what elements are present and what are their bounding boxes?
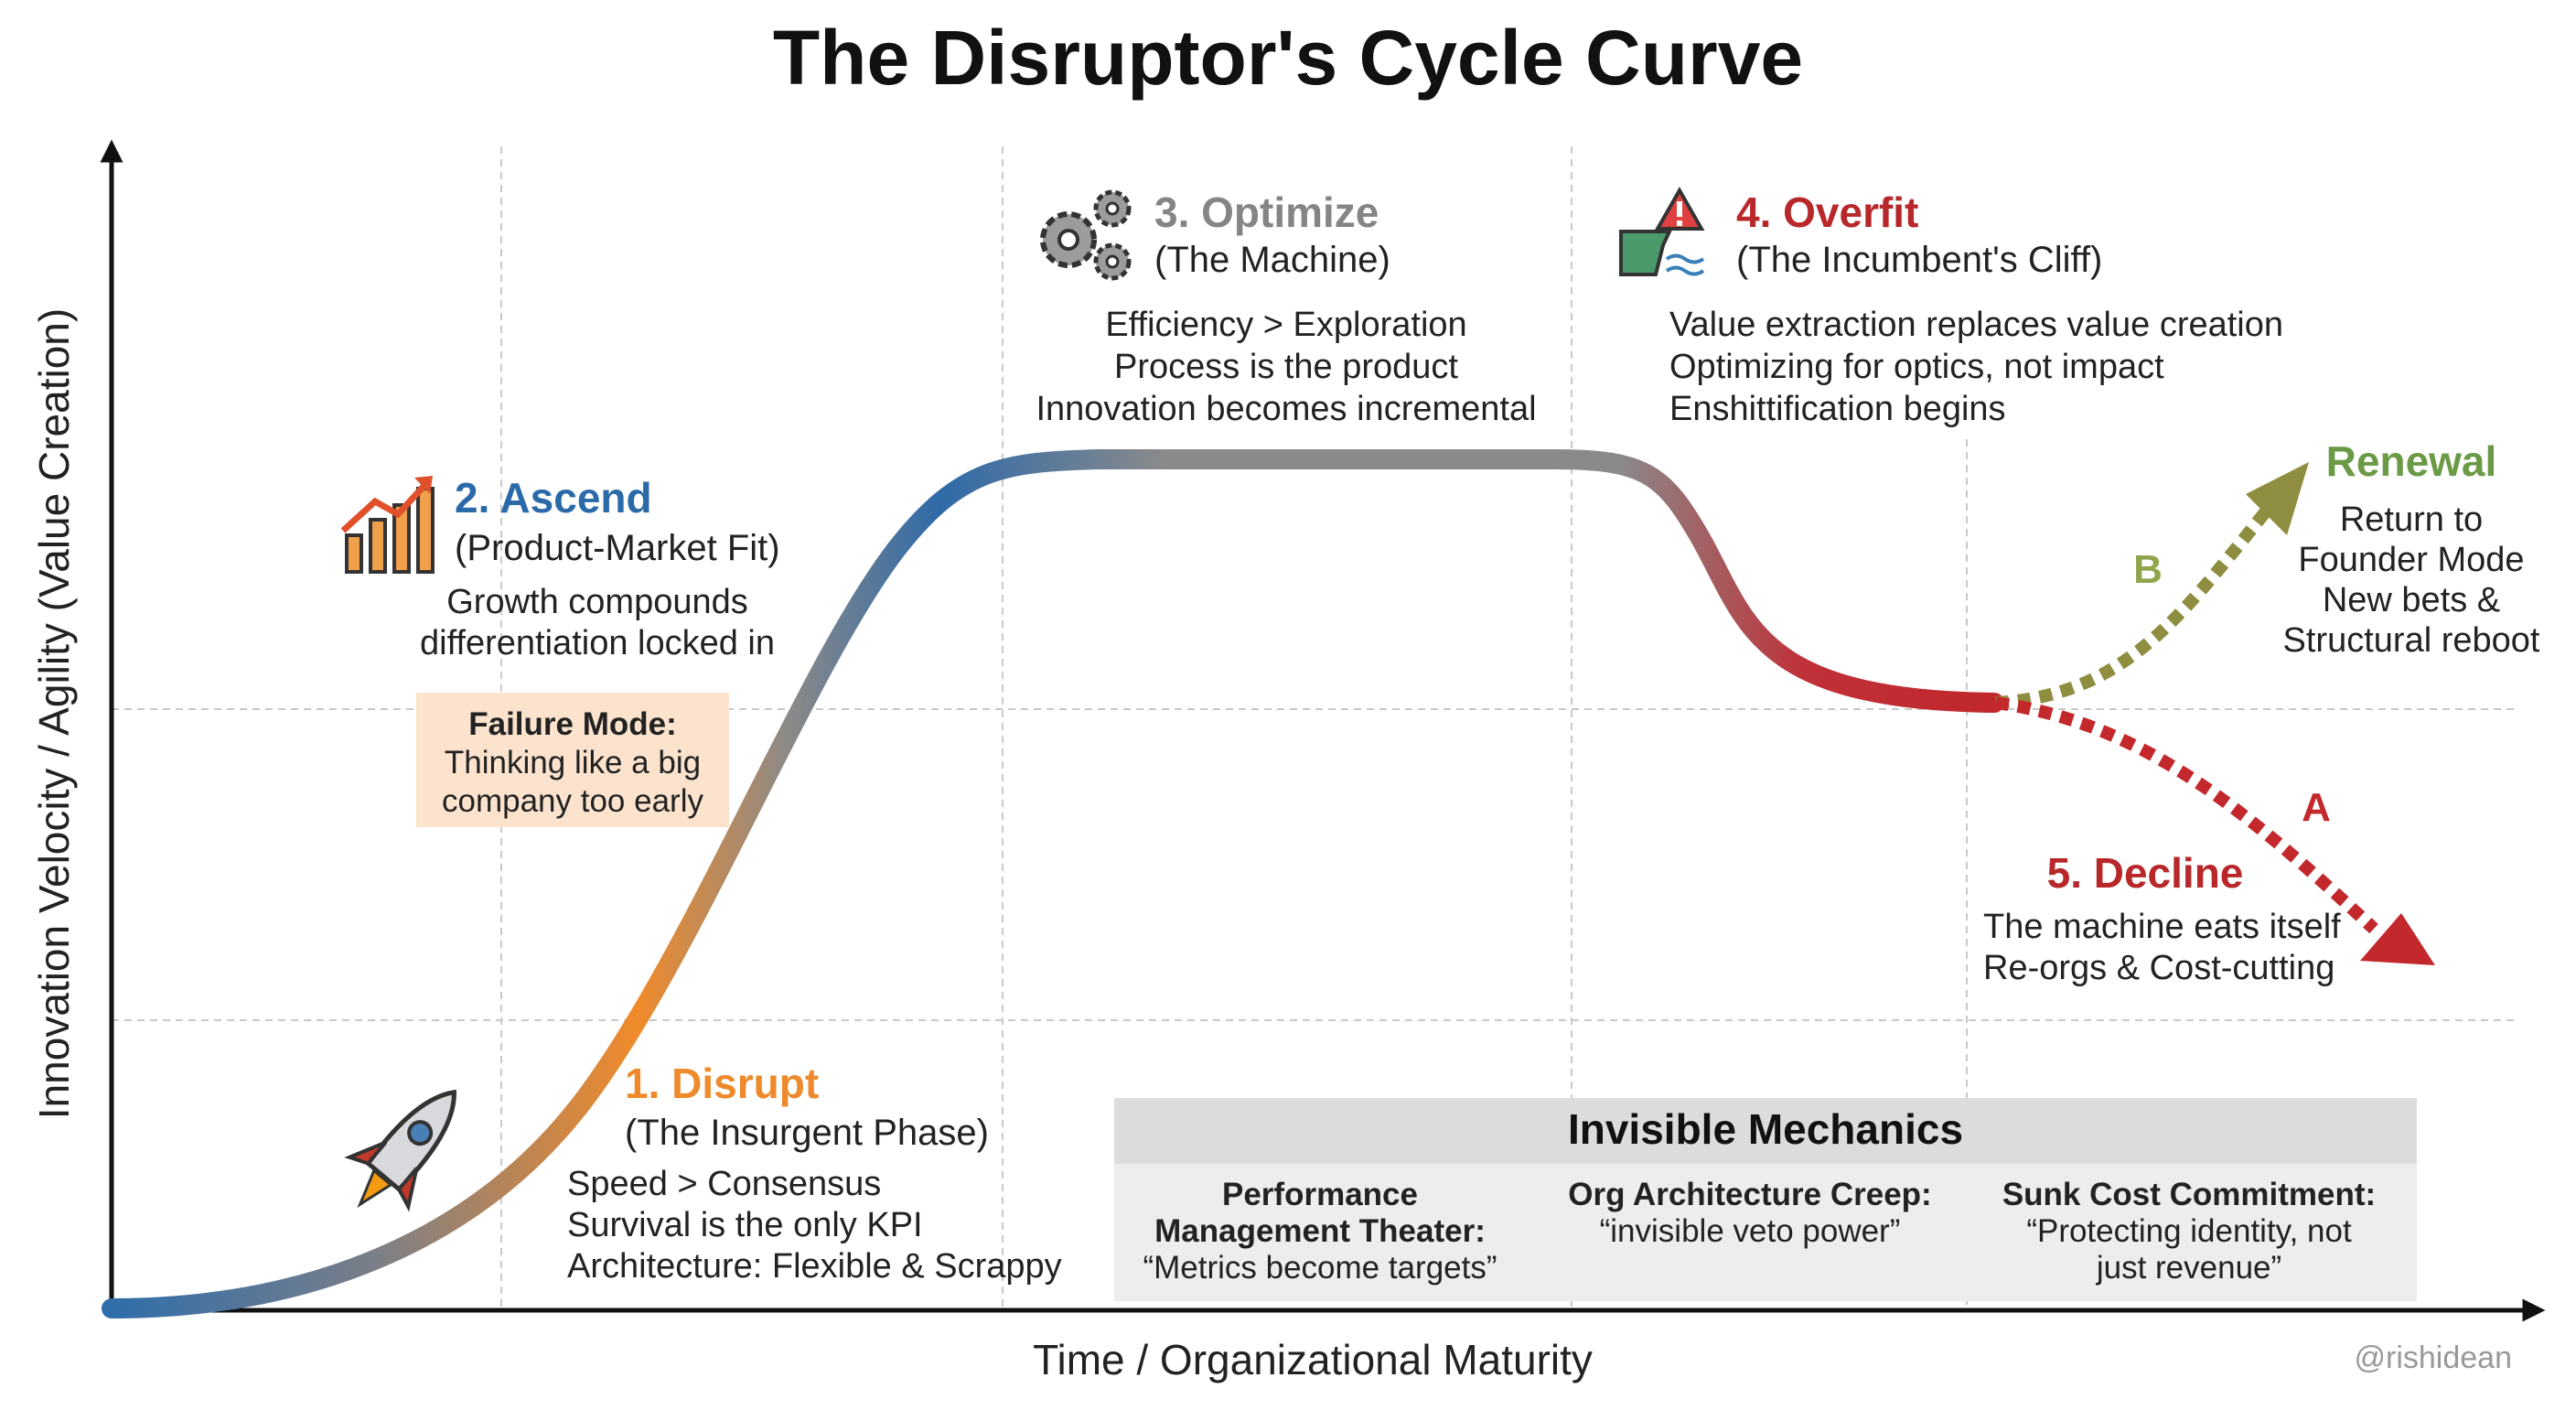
renewal-branch-path [1995,503,2274,709]
renewal-line: Return to [2340,500,2483,539]
mechanics-header-bg [1114,1098,2417,1164]
invisible-mechanics-panel: Invisible Mechanics Performance Manageme… [1114,1098,2417,1301]
renewal-title: Renewal [2326,437,2497,485]
phase-4-title: 4. Overfit [1736,188,1918,236]
mechanics-header: Invisible Mechanics [1568,1105,1963,1153]
phase-3-line: Efficiency > Exploration [1105,306,1466,344]
phase-3-line: Process is the product [1114,348,1458,386]
cliff-warning-icon [1619,186,1705,276]
decline-arrowhead [2360,913,2435,965]
mechanic-title: Management Theater: [1154,1213,1486,1249]
mechanic-title: Sunk Cost Commitment: [2002,1177,2376,1212]
phase-1-line: Survival is the only KPI [567,1206,923,1244]
branch-a-label: A [2302,785,2331,830]
phase-4-line: Value extraction replaces value creation [1669,306,2283,344]
phase-1-subtitle: (The Insurgent Phase) [625,1113,989,1153]
mechanic-quote: just revenue” [2096,1250,2281,1286]
branch-b-label: B [2133,547,2163,592]
author-credit: @rishidean [2355,1340,2513,1375]
phase-2-line: Growth compounds [446,583,748,621]
mechanic-title: Org Architecture Creep: [1568,1177,1931,1212]
phase-1-title: 1. Disrupt [625,1060,819,1107]
gears-icon [1040,189,1132,281]
failure-mode-bg [416,693,729,827]
renewal-line: Structural reboot [2283,621,2540,660]
failure-mode-line: company too early [442,783,703,819]
renewal-arrowhead [2246,462,2309,535]
phase-2-subtitle: (Product-Market Fit) [455,528,780,568]
phase-2-line: differentiation locked in [420,624,775,662]
failure-mode-title: Failure Mode: [468,706,677,742]
mechanic-quote: “Metrics become targets” [1143,1250,1497,1286]
renewal-line: Founder Mode [2298,541,2524,579]
phase-4-subtitle: (The Incumbent's Cliff) [1736,240,2102,280]
x-axis-label: Time / Organizational Maturity [1033,1336,1593,1383]
failure-mode-line: Thinking like a big [445,745,701,780]
failure-mode-box: Failure Mode: Thinking like a big compan… [416,693,729,827]
renewal-line: New bets & [2323,581,2500,619]
phase-4-line: Enshittification begins [1669,390,2006,428]
phase-5-line: Re-orgs & Cost-cutting [1983,949,2334,987]
phase-3-subtitle: (The Machine) [1154,240,1390,280]
rocket-icon [344,1089,456,1212]
phase-3-line: Innovation becomes incremental [1036,390,1536,428]
diagram-title: The Disruptor's Cycle Curve [773,15,1803,101]
mechanic-title: Performance [1222,1177,1418,1212]
mechanic-quote: “Protecting identity, not [2026,1213,2352,1249]
phase-4-line: Optimizing for optics, not impact [1669,348,2164,386]
growth-chart-icon [340,476,435,574]
cycle-curve [102,449,2004,1319]
phase-5-title: 5. Decline [2047,849,2244,897]
phase-1-line: Architecture: Flexible & Scrappy [567,1247,1062,1286]
phase-2-title: 2. Ascend [455,474,652,522]
decline-branch-path [1995,696,2378,934]
phase-3-title: 3. Optimize [1154,188,1379,236]
y-axis-label: Innovation Velocity / Agility (Value Cre… [30,308,78,1119]
phase-5-line: The machine eats itself [1983,908,2341,946]
mechanic-quote: “invisible veto power” [1600,1213,1901,1249]
phase-1-line: Speed > Consensus [567,1165,881,1203]
